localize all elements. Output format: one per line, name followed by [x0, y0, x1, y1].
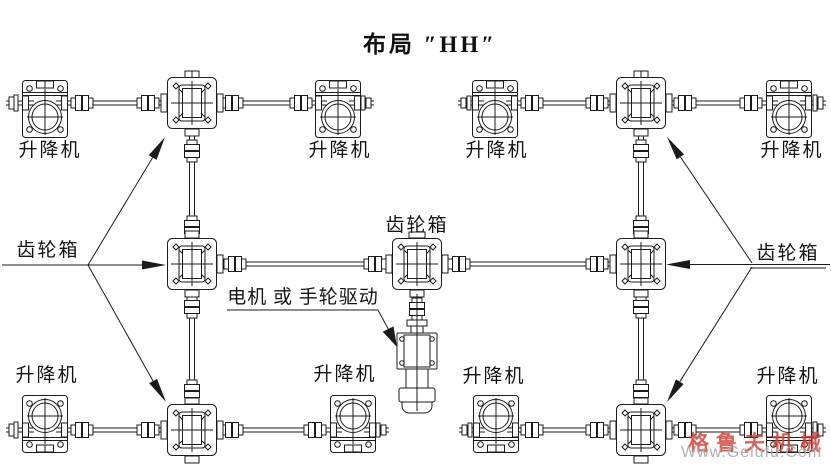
gearbox-top-left	[167, 70, 217, 129]
motor-drive-unit	[396, 289, 438, 414]
callout-motor-drive	[227, 309, 397, 347]
callout-gearbox-right	[666, 137, 830, 402]
gearbox-middle-center	[392, 231, 442, 290]
watermark-brand-text: 格鲁夫机械	[688, 431, 828, 455]
label-jack-bottom-left: 升降机	[15, 365, 79, 386]
gearbox-bottom-left	[167, 404, 217, 464]
shafts-top-row	[6, 93, 826, 113]
jack-top-left	[22, 80, 68, 138]
gearbox-top-right	[616, 70, 666, 129]
label-motor-or-handwheel-drive: 电机 或 手轮驱动	[227, 287, 379, 308]
label-jack-bottom-inner-left: 升降机	[313, 364, 377, 385]
gearbox-middle-right	[616, 238, 666, 290]
label-jack-top-right: 升降机	[760, 140, 824, 161]
shafts-middle-row	[216, 254, 617, 274]
label-gearbox-center: 齿轮箱	[385, 215, 449, 236]
watermark-url-text: Www.Gelufu.Com	[681, 444, 823, 461]
jack-top-right	[766, 80, 812, 138]
callout-gearbox-left	[2, 137, 166, 402]
shaft-vertical-left-column	[184, 128, 200, 405]
jack-top-inner-left	[315, 80, 361, 138]
shafts-bottom-row	[6, 420, 826, 440]
jack-bottom-left	[22, 395, 68, 453]
diagram-title: 布局 ″HH″	[363, 32, 497, 57]
jack-bottom-inner-left	[330, 395, 376, 453]
gearbox-bottom-right	[616, 404, 666, 464]
jack-top-inner-right	[472, 80, 518, 138]
jack-bottom-inner-right	[473, 395, 519, 453]
label-jack-top-left: 升降机	[18, 140, 82, 161]
label-jack-bottom-right: 升降机	[756, 366, 820, 387]
label-jack-bottom-inner-right: 升降机	[462, 366, 526, 387]
label-jack-top-inner-right: 升降机	[465, 140, 529, 161]
label-gearbox-left: 齿轮箱	[16, 240, 80, 261]
label-gearbox-right: 齿轮箱	[756, 243, 820, 264]
label-jack-top-inner-left: 升降机	[308, 140, 372, 161]
gearbox-middle-left	[167, 238, 217, 290]
shaft-vertical-right-column	[633, 128, 649, 405]
